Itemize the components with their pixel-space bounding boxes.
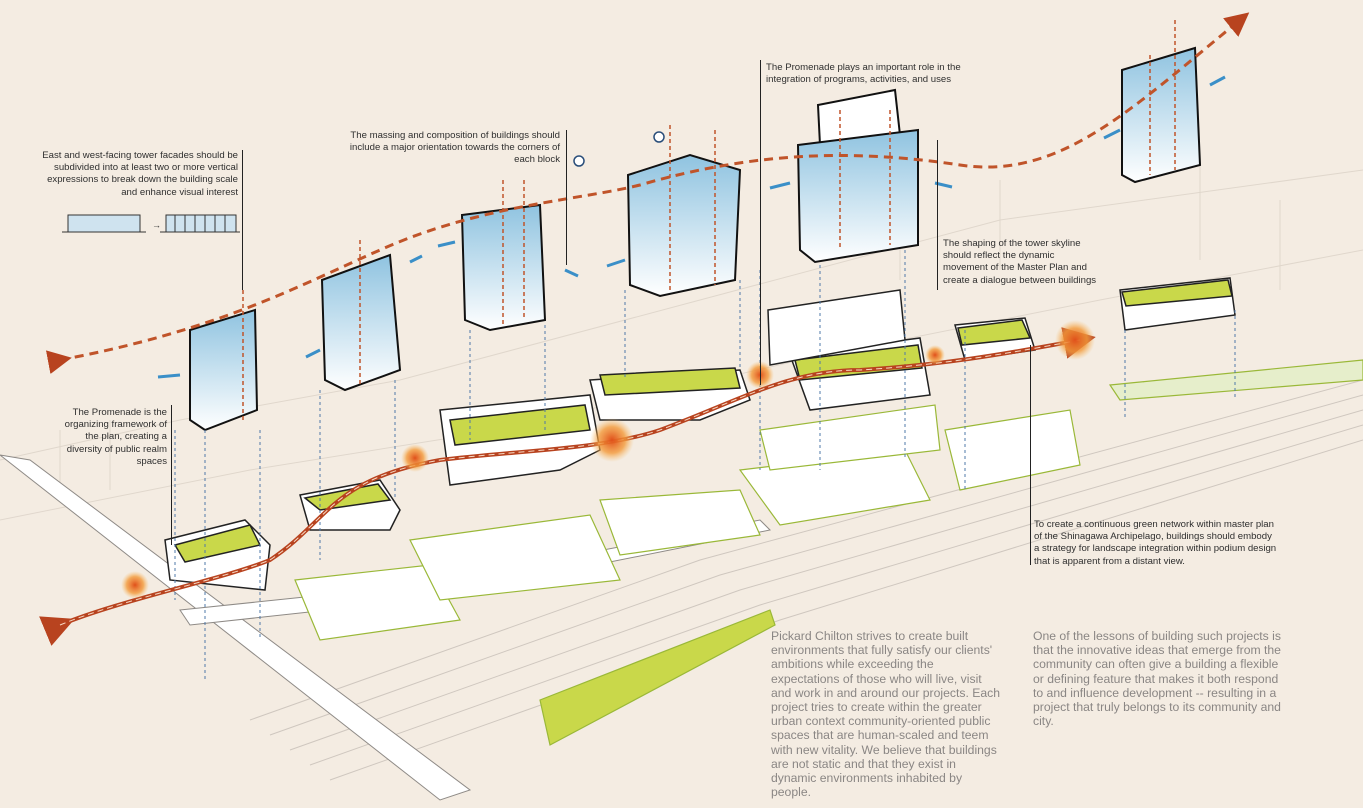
annotation-massing: The massing and composition of buildings… (349, 130, 560, 166)
body-paragraph-right: One of the lessons of building such proj… (1033, 629, 1281, 729)
leader-green-network (1030, 345, 1031, 565)
annotation-green-network: To create a continuous green network wit… (1034, 519, 1277, 567)
tower-6 (1121, 46, 1202, 184)
orientation-markers (573, 131, 665, 167)
tower-5 (796, 128, 919, 264)
annotation-skyline: The shaping of the tower skyline should … (943, 238, 1097, 286)
annotation-promenade-role: The Promenade plays an important role in… (766, 62, 961, 86)
skyline-line (45, 12, 1250, 375)
svg-text:→: → (152, 220, 161, 230)
tower-2 (320, 253, 402, 392)
leader-massing (566, 130, 567, 265)
leader-promenade-framework (171, 405, 172, 545)
annotation-facade: East and west-facing tower facades shoul… (42, 150, 238, 198)
activity-hotspots (121, 320, 1095, 599)
tower-1 (189, 308, 259, 432)
body-paragraph-left: Pickard Chilton strives to create built … (771, 629, 1000, 800)
facade-diagram: → (62, 214, 240, 233)
tower-4 (626, 153, 742, 298)
annotation-promenade-framework: The Promenade is the organizing framewor… (64, 407, 167, 467)
leader-promenade-role (760, 60, 761, 385)
leader-facade (242, 150, 243, 290)
leader-skyline (937, 140, 938, 290)
